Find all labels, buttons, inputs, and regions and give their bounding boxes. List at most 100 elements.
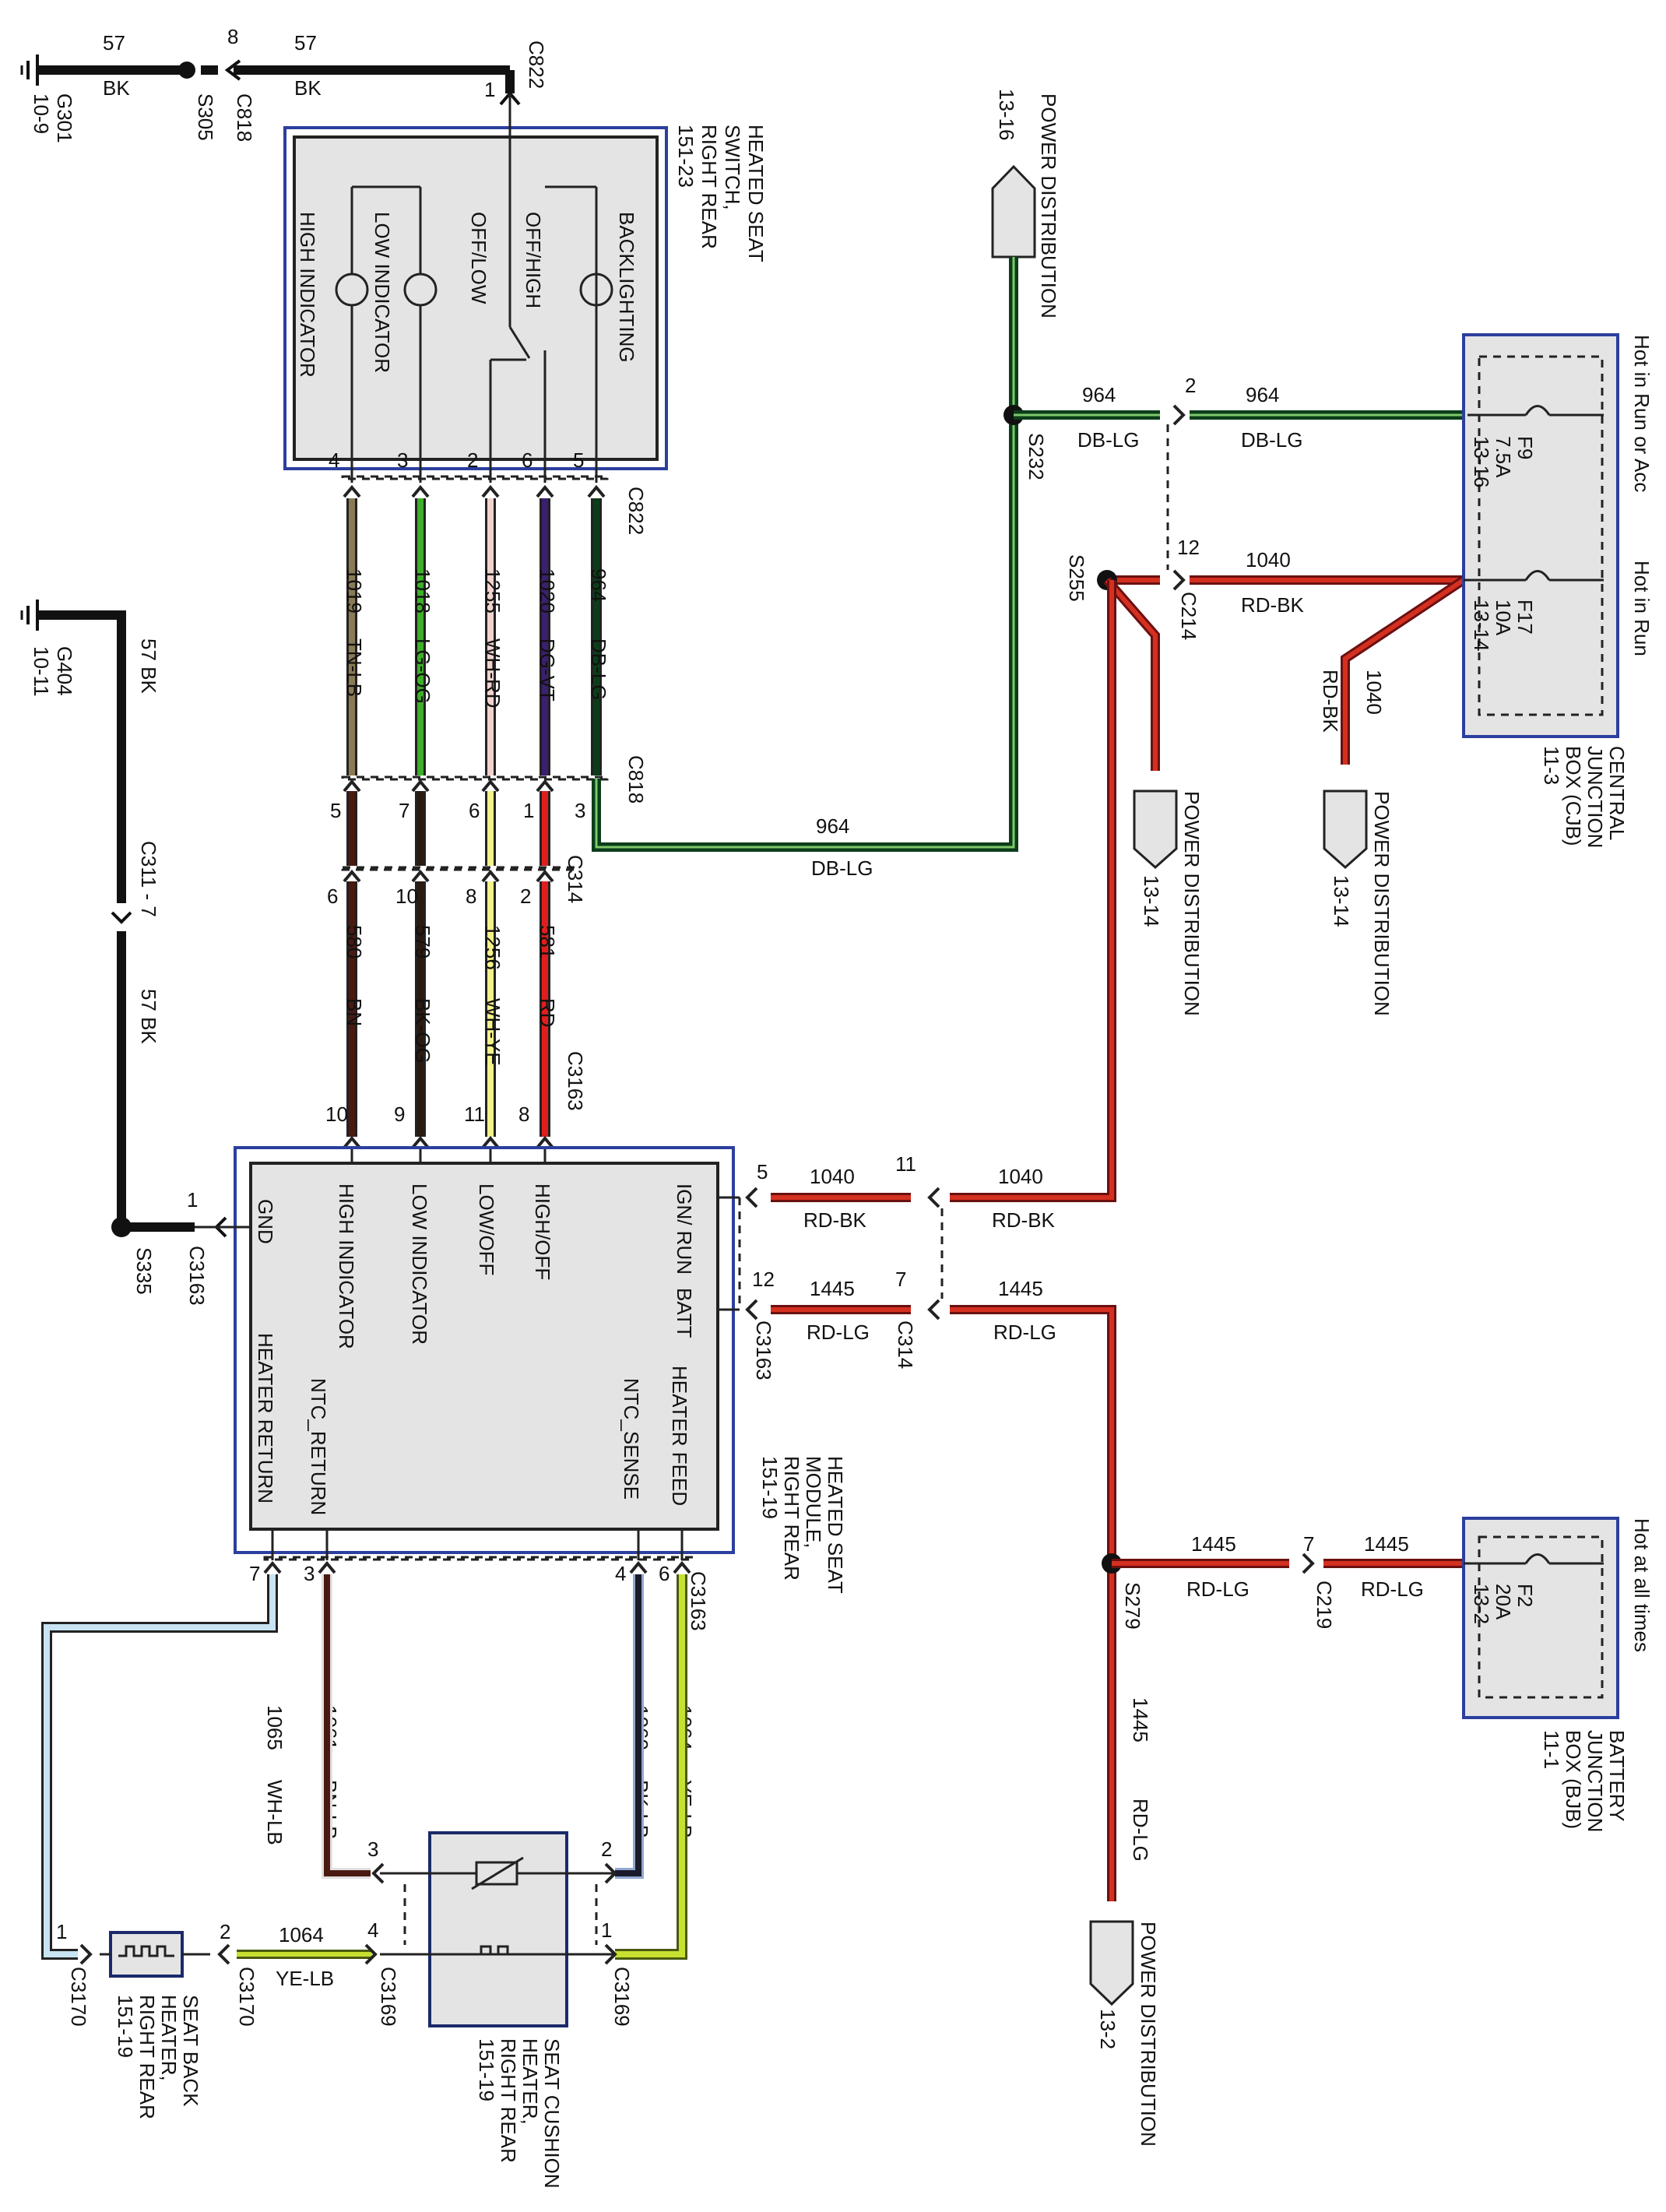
central-junction-box: F9 7.5A 13-16 F17 10A 13-14 Hot in Run o… — [1462, 333, 1654, 848]
cjb-hot-run-acc: Hot in Run or Acc — [1630, 335, 1654, 492]
connector-c311-label: C311 - 7 — [137, 841, 160, 917]
wire-1445-bjb: 1445 RD-LG 1445 RD-LG 7 C219 — [1112, 1532, 1464, 1629]
switch-label-high-indicator: HIGH INDICATOR — [296, 212, 319, 378]
back-title-2: HEATER, — [157, 1995, 181, 2081]
battery-junction-box: F2 20A 13-2 Hot at all times BATTERY JUN… — [1462, 1517, 1654, 1832]
wire-color-580: BN — [343, 998, 366, 1026]
heating-element-icon — [118, 1945, 174, 1957]
switch-wires: 5964DB-LG361020DG-VT121255WH-RD631018LG-… — [329, 448, 610, 822]
pin-c3163-lower-7: 7 — [249, 1562, 260, 1585]
power-distribution-icon — [1323, 789, 1368, 870]
back-title-3: RIGHT REAR — [135, 1995, 159, 2119]
wire-1445-label-d: 1445 — [1191, 1532, 1236, 1556]
wire-circuit-580: 580 — [343, 925, 366, 958]
heater-wire-1064-outline — [615, 1574, 687, 1960]
wire-1445-label-e: 1445 — [1364, 1532, 1409, 1556]
wire-1064-label-link: 1064 — [279, 1923, 324, 1946]
wire-arrow-c3163-lower — [629, 1560, 648, 1574]
wire-circuit-1255: 1255 — [481, 568, 504, 614]
wire-dblg-label-b: DB-LG — [1241, 428, 1302, 452]
lamp-icon — [403, 273, 438, 307]
splice-s279-label: S279 — [1121, 1582, 1144, 1630]
connector-c818-arrow — [224, 59, 241, 81]
wire-rdbk-label-a: RD-BK — [1241, 593, 1305, 617]
wire-57-bk-left-b: 57 BK — [137, 989, 160, 1044]
pin-c3163-12: 12 — [752, 1268, 775, 1291]
wire-arrow-c822 — [587, 484, 606, 498]
wire-rdlg-label-c: RD-LG — [1129, 1799, 1152, 1862]
bjb-title-2: JUNCTION — [1583, 1730, 1607, 1832]
power-distribution-page-1: 13-16 — [995, 89, 1018, 141]
wire-arrow-c314 — [411, 869, 430, 883]
fuse-icon — [1524, 570, 1551, 581]
fuse-f17-name: F17 — [1513, 600, 1537, 635]
connector-c3163-upper-label: C3163 — [564, 1051, 587, 1111]
switch-title-2: SWITCH, — [721, 125, 744, 210]
connector-c3170-right-label: C3170 — [235, 1967, 258, 2027]
pin-c3163-9: 9 — [394, 1102, 405, 1126]
switch-label-off-high: OFF/HIGH — [522, 212, 545, 308]
wire-arrow-c3163 — [411, 1135, 430, 1149]
power-distribution-13-2: POWER DISTRIBUTION 13-2 — [1089, 1920, 1160, 2147]
back-title-1: SEAT BACK — [179, 1995, 202, 2107]
pin-c822-3: 3 — [397, 448, 408, 472]
pin-c822-6: 6 — [522, 448, 532, 472]
wire-1445-module: 12 7 1445 RD-LG 1445 RD-LG C3163 C314 14… — [745, 1268, 1152, 1901]
connector-c3163-lower-label: C3163 — [687, 1571, 710, 1631]
pin-c822-4: 4 — [329, 448, 339, 472]
connector-c214-arrow-2 — [1172, 569, 1186, 591]
wire-arrow-c3163 — [343, 1135, 361, 1149]
ground-g301-label: G301 — [53, 93, 76, 143]
pin-c3163-1: 1 — [187, 1188, 198, 1212]
wire-964-label: 964 — [816, 814, 849, 838]
module-label-ign-run: IGN/ RUN — [673, 1183, 696, 1275]
heating-element-icon — [476, 1945, 517, 1956]
wire-arrow-c818 — [343, 779, 361, 793]
wire-circuit-1020: 1020 — [536, 568, 559, 614]
fuse-icon — [1524, 1553, 1551, 1564]
wire-57-label-a: 57 — [103, 31, 125, 55]
connector-c3169-left-label: C3169 — [377, 1967, 400, 2027]
wire-dblg-label: DB-LG — [811, 856, 873, 880]
switch-title-4: 151-23 — [674, 125, 698, 188]
wire-964-label-b: 964 — [1246, 383, 1279, 406]
bjb-title-1: BATTERY — [1605, 1730, 1629, 1822]
pin-c822-5: 5 — [573, 448, 584, 472]
connector-c818-top-label: C818 — [233, 93, 256, 142]
heater-wire-1064 — [615, 1574, 685, 1957]
pin-c214-12: 12 — [1177, 536, 1200, 559]
connector-c314-dash — [341, 866, 578, 871]
wire-color-1018: LG-OG — [411, 638, 434, 704]
connector-c314-arrow — [927, 1187, 940, 1208]
connector-c3163-arrow — [745, 1187, 758, 1208]
wire-yelb-label-link: YE-LB — [276, 1967, 334, 1990]
wire-bk-label-a: BK — [103, 76, 130, 100]
heater-wire-1060 — [615, 1574, 641, 1876]
wire-1040-pd-right: POWER DISTRIBUTION 13-14 — [1323, 789, 1394, 1016]
module-label-ntc-return: NTC_RETURN — [307, 1378, 330, 1515]
wire-rdlg-label-a: RD-LG — [807, 1321, 870, 1344]
heated-seat-module: HEATED SEAT MODULE, RIGHT REAR 151-19 GN… — [234, 1146, 847, 1594]
module-label-low-off: LOW/OFF — [475, 1183, 498, 1275]
wire-1040-label-c: 1040 — [810, 1165, 855, 1188]
connector-c214-arrow — [1172, 404, 1186, 426]
wire-arrow-c3163 — [536, 1135, 554, 1149]
ground-g301: G301 10-9 — [20, 55, 76, 143]
wire-964-feed: 964 DB-LG — [592, 413, 1018, 880]
cjb-title-3: BOX (CJB) — [1562, 746, 1585, 846]
cushion-pin-3: 3 — [367, 1837, 378, 1861]
wire-circuit-1256: 1256 — [481, 925, 504, 970]
wire-arrow-c822 — [481, 484, 500, 498]
switch-title-3: RIGHT REAR — [698, 125, 721, 249]
splice-s305-label: S305 — [194, 93, 217, 141]
fuse-f17-amp: 10A — [1492, 600, 1515, 636]
pin-c818-8: 8 — [227, 25, 238, 48]
pin-c3163-11: 11 — [464, 1102, 485, 1126]
switch-label-backlighting: BACKLIGHTING — [615, 212, 638, 363]
wire-color-1065: WH-LB — [263, 1780, 286, 1845]
connector-c3170-arrow — [79, 1943, 93, 1965]
wire-964-cjb: 964 DB-LG 964 DB-LG 2 — [1014, 374, 1467, 452]
cushion-pin-2: 2 — [601, 1837, 612, 1861]
